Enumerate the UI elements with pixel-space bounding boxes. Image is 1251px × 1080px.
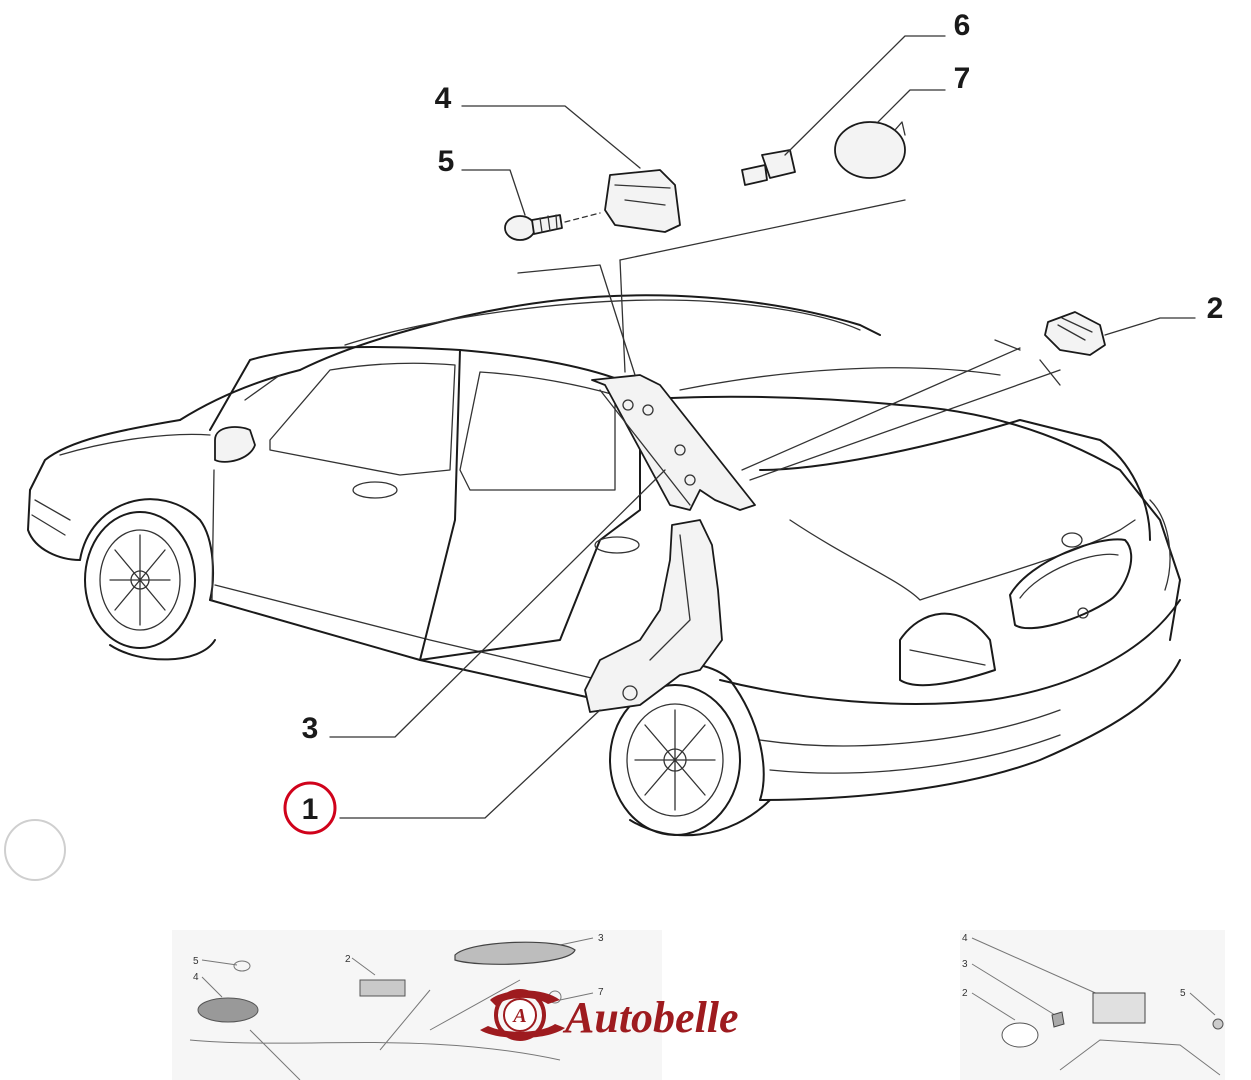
callout-2: 2 [1207,292,1224,325]
callout-4: 4 [435,82,452,115]
part-5-screw [504,212,601,241]
callout-1: 1 [302,793,319,826]
thumb-right-label-5: 5 [1180,988,1186,999]
autobelle-logo-icon: A [480,989,565,1041]
callouts: 1 2 3 4 5 6 7 [283,9,1224,835]
rear-wheel [609,684,741,836]
leader-lines [329,35,1196,819]
zoom-circle-indicator[interactable] [4,819,66,881]
thumb-right-label-4: 4 [962,933,968,944]
thumbnail-left[interactable]: 5 4 2 3 7 [172,930,662,1080]
callout-6: 6 [954,9,971,42]
part-3-upper-pillar-trim [591,374,756,511]
thumb-left-label-7: 7 [598,987,604,998]
callout-7: 7 [954,62,971,95]
svg-text:A: A [511,1005,526,1027]
part-6-bolt [741,149,796,186]
thumb-left-label-3: 3 [598,933,604,944]
callout-3: 3 [302,712,319,745]
part-2-clip [1044,311,1106,356]
thumb-left-label-4: 4 [193,972,199,983]
car-illustration [27,294,1181,837]
thumb-left-label-2: 2 [345,954,351,965]
front-wheel [84,511,196,649]
autobelle-watermark: A Autobelle [480,989,739,1042]
thumb-left-label-5: 5 [193,956,199,967]
thumb-right-label-3: 3 [962,959,968,970]
part-7-cap [834,121,906,179]
thumbnail-right[interactable]: 4 3 2 5 [960,930,1225,1080]
part-4-bracket [604,169,681,233]
callout-1-highlight-ring [283,781,337,835]
thumb-right-label-2: 2 [962,988,968,999]
part-1-lower-pillar-trim [584,519,723,713]
callout-5: 5 [438,145,455,178]
autobelle-brand-text: Autobelle [562,993,739,1042]
